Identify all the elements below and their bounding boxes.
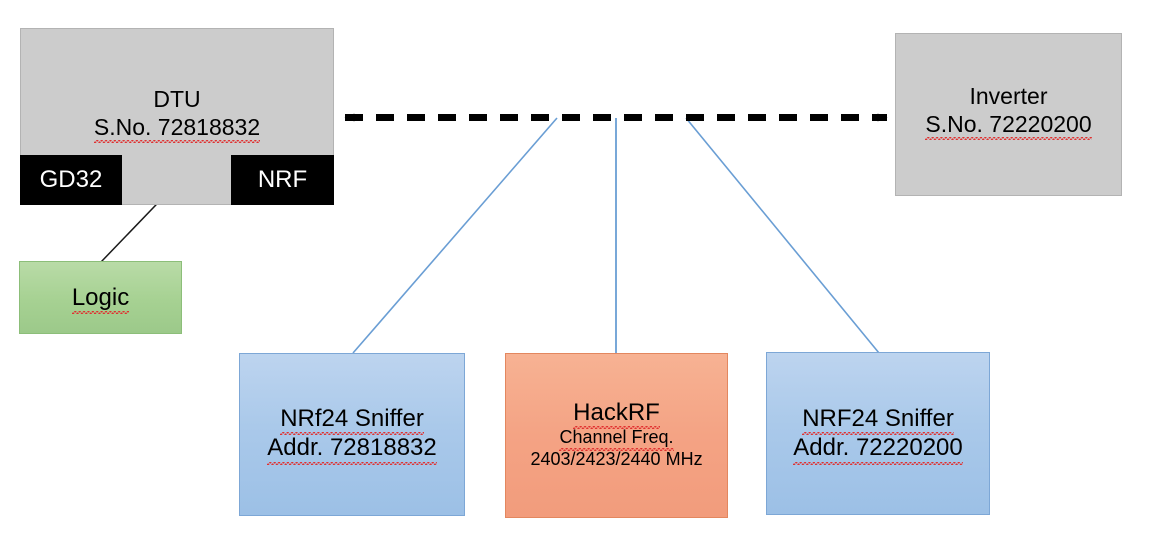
dtu-chip-gd32[interactable]: GD32 <box>20 155 122 205</box>
hackrf-node[interactable]: HackRF Channel Freq. 2403/2423/2440 MHz <box>505 353 728 518</box>
hackrf-subtitle-text: Channel Freq. <box>559 427 674 452</box>
sniffer-left-node[interactable]: NRf24 Sniffer Addr. 72818832 <box>239 353 465 516</box>
sniffer-right-title-text: NRF24 Sniffer <box>802 405 954 436</box>
sniffer-left-title-text: NRf24 Sniffer <box>280 405 424 436</box>
hackrf-title-text: HackRF <box>573 399 660 430</box>
logic-label: Logic <box>71 283 130 315</box>
dtu-chip-nrf[interactable]: NRF <box>231 155 334 205</box>
hackrf-frequencies: 2403/2423/2440 MHz <box>530 449 703 470</box>
dtu-serial: S.No. 72818832 <box>93 113 261 144</box>
sniffer-right-title: NRF24 Sniffer <box>802 404 954 436</box>
nrf-label: NRF <box>257 166 308 194</box>
inverter-title: Inverter <box>969 83 1048 109</box>
dtu-serial-text: S.No. 72818832 <box>93 114 261 144</box>
sniffer-left-address-text: Addr. 72818832 <box>267 434 437 465</box>
logic-analyzer-node[interactable]: Logic <box>19 261 182 334</box>
tap-line-left <box>352 117 558 354</box>
sniffer-right-node[interactable]: NRF24 Sniffer Addr. 72220200 <box>766 352 990 515</box>
sniffer-left-title: NRf24 Sniffer <box>280 404 424 436</box>
inverter-serial: S.No. 72220200 <box>925 110 1092 141</box>
sniffer-left-address: Addr. 72818832 <box>267 433 437 465</box>
sniffer-right-address: Addr. 72220200 <box>793 433 963 465</box>
gd32-label: GD32 <box>39 166 103 194</box>
tap-line-right <box>685 117 880 354</box>
inverter-serial-text: S.No. 72220200 <box>925 111 1092 141</box>
inverter-node[interactable]: Inverter S.No. 72220200 <box>895 33 1122 196</box>
dtu-title: DTU <box>153 86 201 112</box>
hackrf-subtitle: Channel Freq. <box>559 427 674 452</box>
sniffer-right-address-text: Addr. 72220200 <box>793 434 963 465</box>
hackrf-title: HackRF <box>573 398 660 430</box>
